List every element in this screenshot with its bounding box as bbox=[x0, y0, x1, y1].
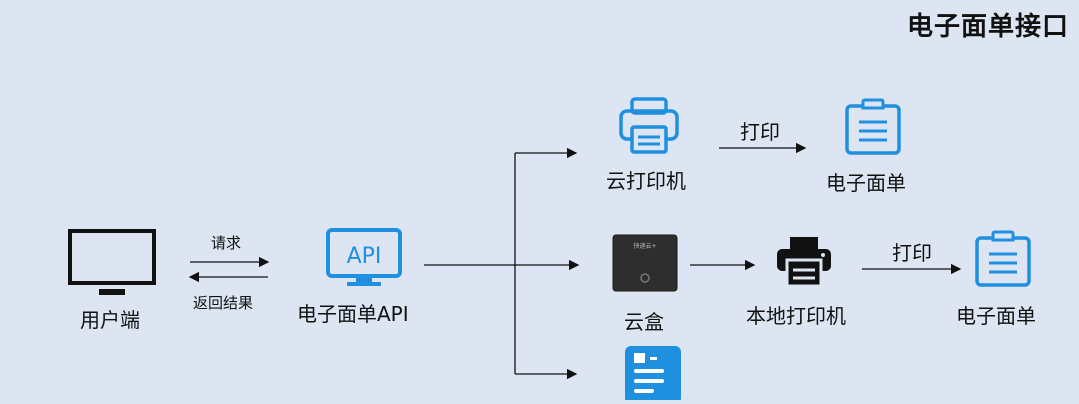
local-printer-label: 本地打印机 bbox=[746, 304, 846, 328]
api-label: 电子面单API bbox=[297, 302, 409, 326]
cloud-box-brand: 快递云+ bbox=[633, 242, 656, 250]
client-label: 用户端 bbox=[80, 308, 140, 332]
document-icon bbox=[973, 230, 1033, 292]
print-top-label: 打印 bbox=[740, 120, 780, 144]
waybill-app-icon bbox=[624, 345, 682, 404]
print-mid-label: 打印 bbox=[892, 241, 932, 265]
request-label: 请求 bbox=[211, 234, 242, 252]
api-monitor-icon: API bbox=[325, 227, 403, 291]
response-label: 返回结果 bbox=[193, 294, 254, 312]
waybill-mid-label: 电子面单 bbox=[956, 304, 1036, 328]
page-title: 电子面单接口 bbox=[906, 12, 1069, 42]
cloud-printer-icon bbox=[618, 97, 680, 159]
cloud-box-label: 云盒 bbox=[624, 310, 664, 334]
cloud-printer-label: 云打印机 bbox=[606, 169, 686, 193]
local-printer-icon bbox=[775, 236, 833, 292]
monitor-icon bbox=[68, 229, 156, 303]
cloud-box-icon: 快递云+ bbox=[612, 234, 678, 296]
waybill-top-label: 电子面单 bbox=[826, 171, 906, 195]
api-icon-text: API bbox=[347, 244, 382, 269]
document-icon bbox=[843, 98, 903, 160]
